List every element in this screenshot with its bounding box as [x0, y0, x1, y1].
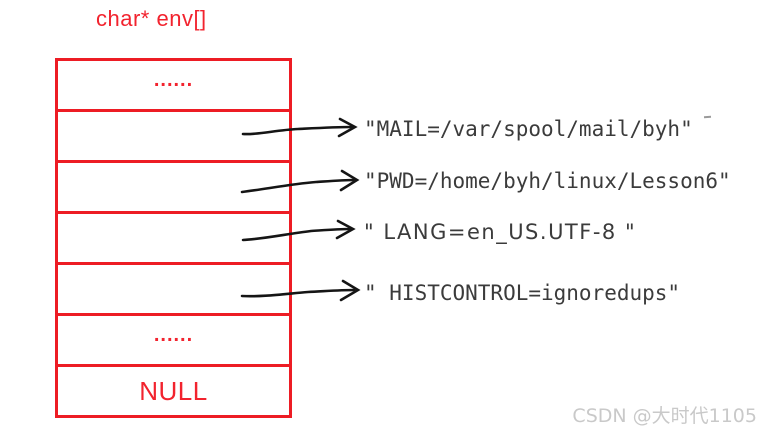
env-pointer-array: ...... ...... NULL	[55, 58, 292, 418]
array-cell-null: NULL	[55, 364, 292, 418]
null-label: NULL	[139, 375, 208, 406]
array-cell-ellipsis-top: ......	[55, 58, 292, 112]
ellipsis-label: ......	[153, 323, 194, 346]
array-title: char* env[]	[96, 6, 207, 31]
pointer-arrow-mail	[241, 117, 358, 138]
env-string-histcontrol: " HISTCONTROL=ignoredups"	[364, 281, 681, 305]
ellipsis-label: ......	[153, 68, 194, 91]
pointer-arrow-pwd	[240, 169, 360, 194]
env-string-mail: "MAIL=/var/spool/mail/byh"	[364, 117, 693, 141]
csdn-watermark: CSDN @大时代1105	[572, 405, 757, 427]
array-cell-pointer-lang	[55, 211, 292, 265]
pointer-arrow-lang	[241, 219, 356, 242]
array-cell-ellipsis-bottom: ......	[55, 313, 292, 367]
env-string-pwd: "PWD=/home/byh/linux/Lesson6"	[364, 169, 731, 193]
pointer-arrow-histcontrol	[240, 279, 361, 302]
stray-pen-mark	[703, 115, 712, 119]
env-string-lang: " LANG=en_US.UTF-8 "	[364, 220, 637, 244]
array-cell-pointer-pwd	[55, 160, 292, 214]
